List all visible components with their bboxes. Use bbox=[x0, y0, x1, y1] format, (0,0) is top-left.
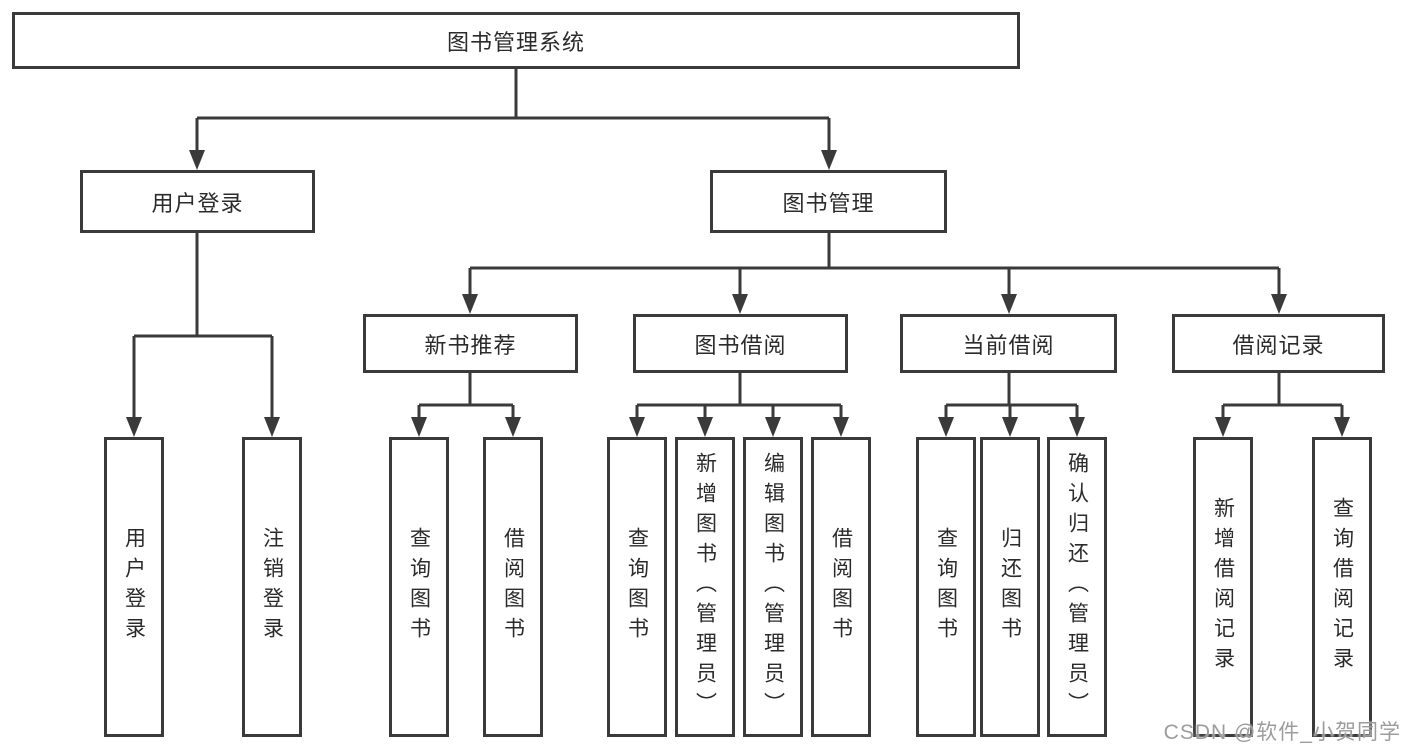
leaf-label: 编辑图书（管理员） bbox=[761, 452, 785, 722]
leaf-records-query-borrow-record: 查询借阅记录 bbox=[1312, 437, 1372, 737]
leaf-label: 新增借阅记录 bbox=[1211, 497, 1235, 677]
node-label: 新书推荐 bbox=[424, 332, 517, 358]
leaf-newbook-query-books: 查询图书 bbox=[389, 437, 449, 737]
leaf-newbook-borrow-books: 借阅图书 bbox=[483, 437, 543, 737]
node-library-management-system: 图书管理系统 bbox=[12, 12, 1020, 69]
node-label: 用户登录 bbox=[151, 190, 244, 216]
node-book-borrowing: 图书借阅 bbox=[633, 314, 848, 373]
leaf-label: 查询图书 bbox=[934, 527, 958, 647]
node-label: 图书管理 bbox=[782, 190, 875, 216]
leaf-label: 确认归还（管理员） bbox=[1065, 452, 1089, 722]
leaf-label: 查询借阅记录 bbox=[1330, 497, 1354, 677]
node-label: 图书借阅 bbox=[694, 332, 787, 358]
node-user-login-branch: 用户登录 bbox=[80, 170, 315, 233]
leaf-borrowing-query-books: 查询图书 bbox=[607, 437, 667, 737]
node-book-management-branch: 图书管理 bbox=[710, 170, 947, 233]
leaf-label: 用户登录 bbox=[122, 527, 146, 647]
leaf-label: 新增图书（管理员） bbox=[693, 452, 717, 722]
leaf-logout: 注销登录 bbox=[242, 437, 302, 737]
leaf-borrowing-borrow-books: 借阅图书 bbox=[811, 437, 871, 737]
node-new-book-recommendation: 新书推荐 bbox=[363, 314, 578, 373]
leaf-borrowing-edit-books-admin: 编辑图书（管理员） bbox=[743, 437, 803, 737]
node-label: 借阅记录 bbox=[1232, 332, 1325, 358]
leaf-current-confirm-return-admin: 确认归还（管理员） bbox=[1047, 437, 1107, 737]
leaf-borrowing-add-books-admin: 新增图书（管理员） bbox=[675, 437, 735, 737]
leaf-user-login: 用户登录 bbox=[104, 437, 164, 737]
node-label: 图书管理系统 bbox=[446, 29, 585, 55]
leaf-current-query-books: 查询图书 bbox=[916, 437, 976, 737]
leaf-label: 查询图书 bbox=[625, 527, 649, 647]
leaf-records-add-borrow-record: 新增借阅记录 bbox=[1193, 437, 1253, 737]
csdn-watermark: CSDN @软件_小贺同学 bbox=[1163, 721, 1401, 744]
leaf-label: 查询图书 bbox=[407, 527, 431, 647]
leaf-label: 注销登录 bbox=[260, 527, 284, 647]
leaf-current-return-books: 归还图书 bbox=[980, 437, 1040, 737]
node-label: 当前借阅 bbox=[962, 332, 1055, 358]
leaf-label: 归还图书 bbox=[998, 527, 1022, 647]
leaf-label: 借阅图书 bbox=[829, 527, 853, 647]
leaf-label: 借阅图书 bbox=[501, 527, 525, 647]
node-current-borrowing: 当前借阅 bbox=[900, 314, 1117, 373]
node-borrowing-records: 借阅记录 bbox=[1172, 314, 1385, 373]
